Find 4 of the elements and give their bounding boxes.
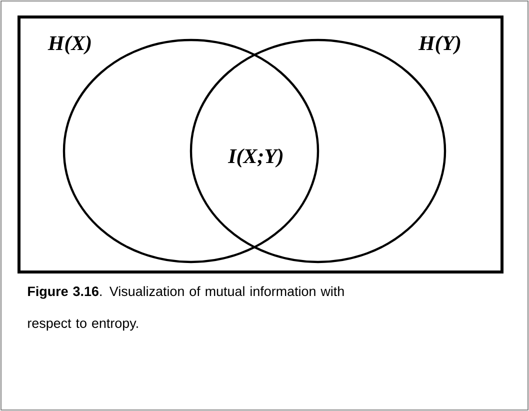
intersection-label: I(X;Y): [227, 148, 285, 168]
figure-caption: Figure 3.16. Visualization of mutual information with respect to entropy.: [28, 286, 344, 331]
set-label: H(X): [48, 36, 91, 54]
set-label: H(Y): [418, 36, 460, 54]
